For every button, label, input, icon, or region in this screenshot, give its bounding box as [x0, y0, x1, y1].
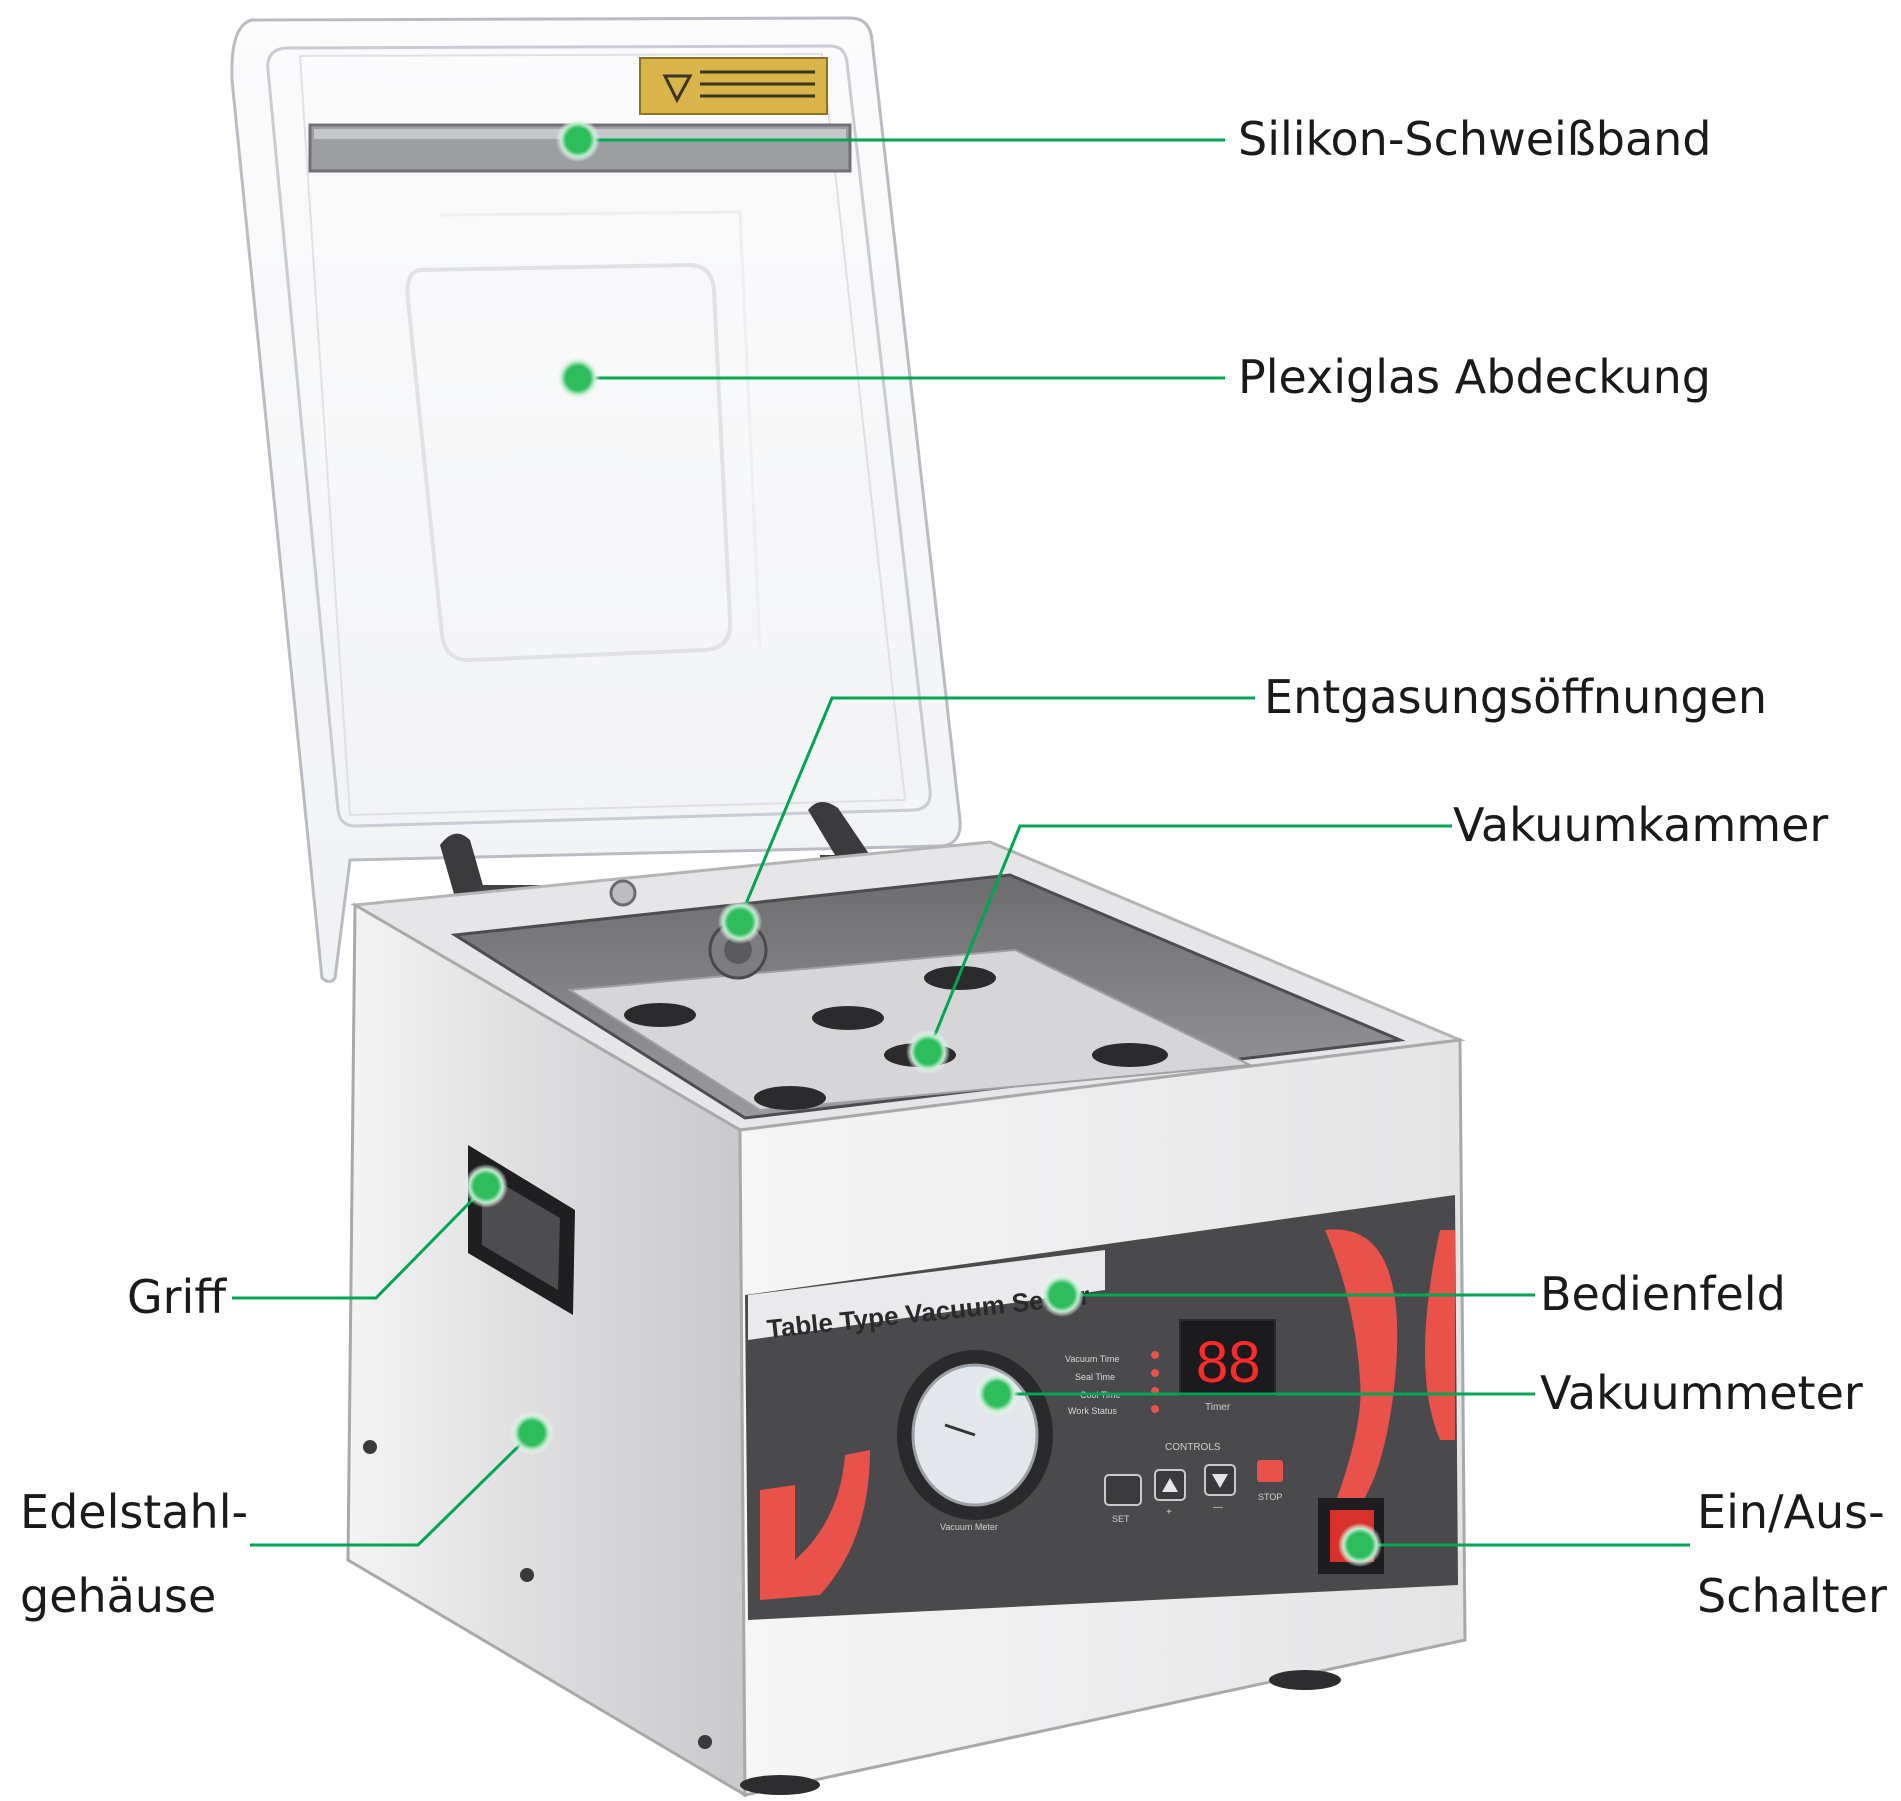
callout-line-griff — [232, 1184, 488, 1300]
callout-dot-edelstahl — [510, 1411, 554, 1455]
label-ein-aus-schalter: Ein/Aus- Schalter — [1697, 1470, 1887, 1638]
label-silikon-schweissband: Silikon-Schweißband — [1238, 112, 1712, 166]
label-edelstahl-line-2: gehäuse — [20, 1569, 217, 1623]
label-griff: Griff — [127, 1270, 227, 1324]
minus-label: — — [1213, 1502, 1223, 1513]
callout-dot-silikon — [556, 118, 600, 162]
label-schalter-line-1: Ein/Aus- — [1697, 1485, 1885, 1539]
callout-line-vakuumkammer — [926, 824, 1452, 1053]
callout-dot-plexiglas — [556, 356, 600, 400]
callout-dot-vakuummeter — [975, 1372, 1019, 1416]
callout-dot-bedienfeld — [1040, 1273, 1084, 1317]
callout-dot-schalter — [1338, 1523, 1382, 1567]
set-button[interactable] — [1104, 1474, 1142, 1506]
callout-line-edelstahl — [250, 1431, 534, 1547]
callout-dot-entgasung — [718, 900, 762, 944]
warning-sticker — [639, 57, 828, 115]
controls-label: CONTROLS — [1165, 1442, 1221, 1453]
callout-dot-griff — [464, 1164, 508, 1208]
timer-label: Timer — [1205, 1402, 1231, 1413]
panel-param-2: Seal Time — [1075, 1372, 1115, 1382]
label-bedienfeld: Bedienfeld — [1540, 1267, 1786, 1321]
label-vakuumkammer: Vakuumkammer — [1453, 798, 1829, 852]
callout-dot-vakuumkammer — [906, 1030, 950, 1074]
gauge-label: Vacuum Meter — [940, 1522, 998, 1532]
plus-label: + — [1166, 1507, 1172, 1518]
vacuum-gauge — [897, 1350, 1053, 1520]
callout-lines — [232, 138, 1690, 1547]
label-entgasungsoeffnungen: Entgasungsöffnungen — [1264, 670, 1768, 724]
label-vakuummeter: Vakuummeter — [1540, 1366, 1863, 1420]
label-plexiglas-abdeckung: Plexiglas Abdeckung — [1238, 350, 1711, 404]
stop-button[interactable] — [1257, 1460, 1283, 1482]
callout-line-entgasung — [738, 696, 1255, 919]
label-schalter-line-2: Schalter — [1697, 1569, 1887, 1623]
label-edelstahl-line-1: Edelstahl- — [20, 1485, 249, 1539]
label-edelstahlgehaeuse: Edelstahl- gehäuse — [20, 1470, 248, 1638]
set-label: SET — [1112, 1514, 1130, 1524]
panel-param-4: Work Status — [1068, 1406, 1117, 1416]
timer-display: 88 — [1196, 1330, 1261, 1395]
panel-param-1: Vacuum Time — [1065, 1354, 1119, 1364]
stop-label: STOP — [1258, 1492, 1282, 1502]
control-panel: Table Type Vacuum Sealer Vacuum Time Sea… — [745, 1195, 1458, 1620]
callout-dots — [464, 118, 1382, 1567]
